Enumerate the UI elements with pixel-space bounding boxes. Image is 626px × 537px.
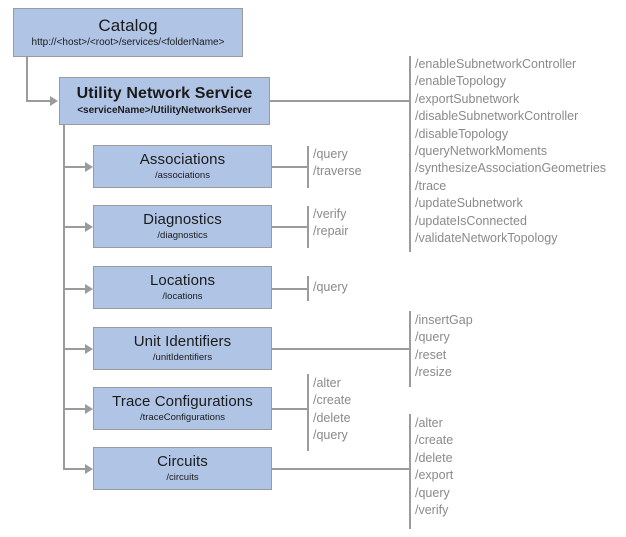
connector-unit-identifiers-to-operations: [272, 348, 409, 350]
connector-trunk-to-associations: [63, 166, 85, 168]
connector-locations-to-operations: [272, 288, 307, 290]
service-operation[interactable]: /enableSubnetworkController: [415, 57, 577, 71]
unit-identifiers-operation[interactable]: /reset: [415, 347, 447, 362]
diagnostics-operation[interactable]: /repair: [313, 224, 349, 239]
service-operation[interactable]: /updateIsConnected: [415, 213, 527, 228]
diagnostics-operation[interactable]: /verify: [313, 207, 347, 221]
locations-operation[interactable]: /query: [313, 280, 348, 294]
arrow-to-associations: [85, 162, 93, 172]
connector-circuits-to-operations: [272, 468, 409, 470]
circuits-operation[interactable]: /export: [415, 468, 454, 483]
arrow-to-circuits: [85, 464, 93, 474]
associations-operation[interactable]: /query: [313, 147, 348, 161]
service-operation[interactable]: /synthesizeAssociationGeometries: [415, 161, 607, 176]
node-catalog-path: http://<host>/<root>/services/<folderNam…: [31, 36, 225, 48]
operations-list-unit-identifiers: /insertGap/query/reset/resize: [415, 312, 473, 382]
connector-service-trunk: [63, 125, 65, 469]
unit-identifiers-operation[interactable]: /query: [415, 330, 450, 345]
node-diagnostics-title: Diagnostics: [143, 211, 222, 229]
operations-bar-locations: [307, 276, 309, 301]
operations-list-trace-configurations: /alter/create/delete/query: [313, 375, 351, 445]
operations-bar-diagnostics: [307, 206, 309, 248]
node-catalog-title: Catalog: [98, 15, 158, 35]
node-trace-configurations-path: /traceConfigurations: [139, 411, 226, 423]
node-unit-identifiers-title: Unit Identifiers: [133, 333, 232, 351]
circuits-operation[interactable]: /query: [415, 485, 450, 500]
service-operation[interactable]: /enableTopology: [415, 74, 507, 89]
node-trace-configurations-title: Trace Configurations: [112, 393, 253, 411]
node-unit-identifiers[interactable]: Unit Identifiers /unitIdentifiers: [93, 327, 272, 370]
circuits-operation[interactable]: /alter: [415, 416, 443, 430]
trace-configurations-operation[interactable]: /alter: [313, 376, 341, 390]
connector-trunk-to-circuits: [63, 468, 85, 470]
arrow-to-unit-identifiers: [85, 344, 93, 354]
unit-identifiers-operation[interactable]: /resize: [415, 365, 452, 380]
arrow-to-trace-configurations: [85, 404, 93, 414]
connector-catalog-right: [26, 100, 50, 102]
circuits-operation[interactable]: /delete: [415, 450, 453, 465]
node-diagnostics-path: /diagnostics: [157, 229, 208, 241]
unit-identifiers-operation[interactable]: /insertGap: [415, 313, 473, 327]
service-operation[interactable]: /exportSubnetwork: [415, 91, 520, 106]
trace-configurations-operation[interactable]: /delete: [313, 410, 351, 425]
node-locations-title: Locations: [149, 272, 216, 290]
operations-bar-service: [409, 56, 411, 252]
operations-list-locations: /query: [313, 279, 348, 296]
node-diagnostics[interactable]: Diagnostics /diagnostics: [93, 205, 272, 248]
connector-catalog-down: [26, 57, 28, 102]
connector-trunk-to-unit-identifiers: [63, 348, 85, 350]
operations-list-diagnostics: /verify/repair: [313, 206, 348, 241]
circuits-operation[interactable]: /create: [415, 433, 454, 448]
operations-bar-trace-configurations: [307, 374, 309, 451]
node-trace-configurations[interactable]: Trace Configurations /traceConfiguration…: [93, 387, 272, 430]
node-associations-title: Associations: [139, 151, 226, 169]
service-operation[interactable]: /validateNetworkTopology: [415, 231, 558, 246]
node-associations[interactable]: Associations /associations: [93, 145, 272, 188]
operations-bar-circuits: [409, 414, 411, 529]
node-locations[interactable]: Locations /locations: [93, 266, 272, 309]
node-associations-path: /associations: [155, 169, 210, 181]
service-operation[interactable]: /updateSubnetwork: [415, 196, 523, 211]
connector-trunk-to-diagnostics: [63, 226, 85, 228]
trace-configurations-operation[interactable]: /create: [313, 393, 352, 408]
connector-trunk-to-locations: [63, 288, 85, 290]
node-circuits[interactable]: Circuits /circuits: [93, 447, 272, 490]
circuits-operation[interactable]: /verify: [415, 503, 449, 518]
node-utility-network-service[interactable]: Utility Network Service <serviceName>/Ut…: [59, 77, 270, 125]
service-operation[interactable]: /queryNetworkMoments: [415, 144, 547, 159]
service-operation[interactable]: /trace: [415, 178, 447, 193]
connector-associations-to-operations: [272, 166, 307, 168]
arrow-to-diagnostics: [85, 222, 93, 232]
associations-operation[interactable]: /traverse: [313, 164, 362, 179]
connector-trace-configurations-to-operations: [272, 408, 307, 410]
node-circuits-title: Circuits: [157, 453, 208, 471]
service-operation[interactable]: /disableTopology: [415, 126, 509, 141]
node-utility-network-service-path: <serviceName>/UtilityNetworkServer: [77, 104, 252, 116]
node-circuits-path: /circuits: [166, 471, 199, 483]
operations-bar-associations: [307, 146, 309, 188]
connector-service-to-operations: [270, 100, 409, 102]
arrow-to-locations: [85, 284, 93, 294]
arrow-catalog-to-service: [50, 96, 58, 106]
trace-configurations-operation[interactable]: /query: [313, 428, 348, 443]
connector-diagnostics-to-operations: [272, 226, 307, 228]
node-utility-network-service-title: Utility Network Service: [76, 84, 253, 102]
connector-trunk-to-trace-configurations: [63, 408, 85, 410]
operations-list-service: /enableSubnetworkController/enableTopolo…: [415, 56, 606, 247]
operations-bar-unit-identifiers: [409, 311, 411, 387]
node-catalog[interactable]: Catalog http://<host>/<root>/services/<f…: [13, 8, 243, 57]
operations-list-associations: /query/traverse: [313, 146, 362, 181]
service-operation[interactable]: /disableSubnetworkController: [415, 109, 579, 124]
node-unit-identifiers-path: /unitIdentifiers: [152, 351, 213, 363]
node-locations-path: /locations: [162, 290, 203, 302]
operations-list-circuits: /alter/create/delete/export/query/verify: [415, 415, 453, 519]
